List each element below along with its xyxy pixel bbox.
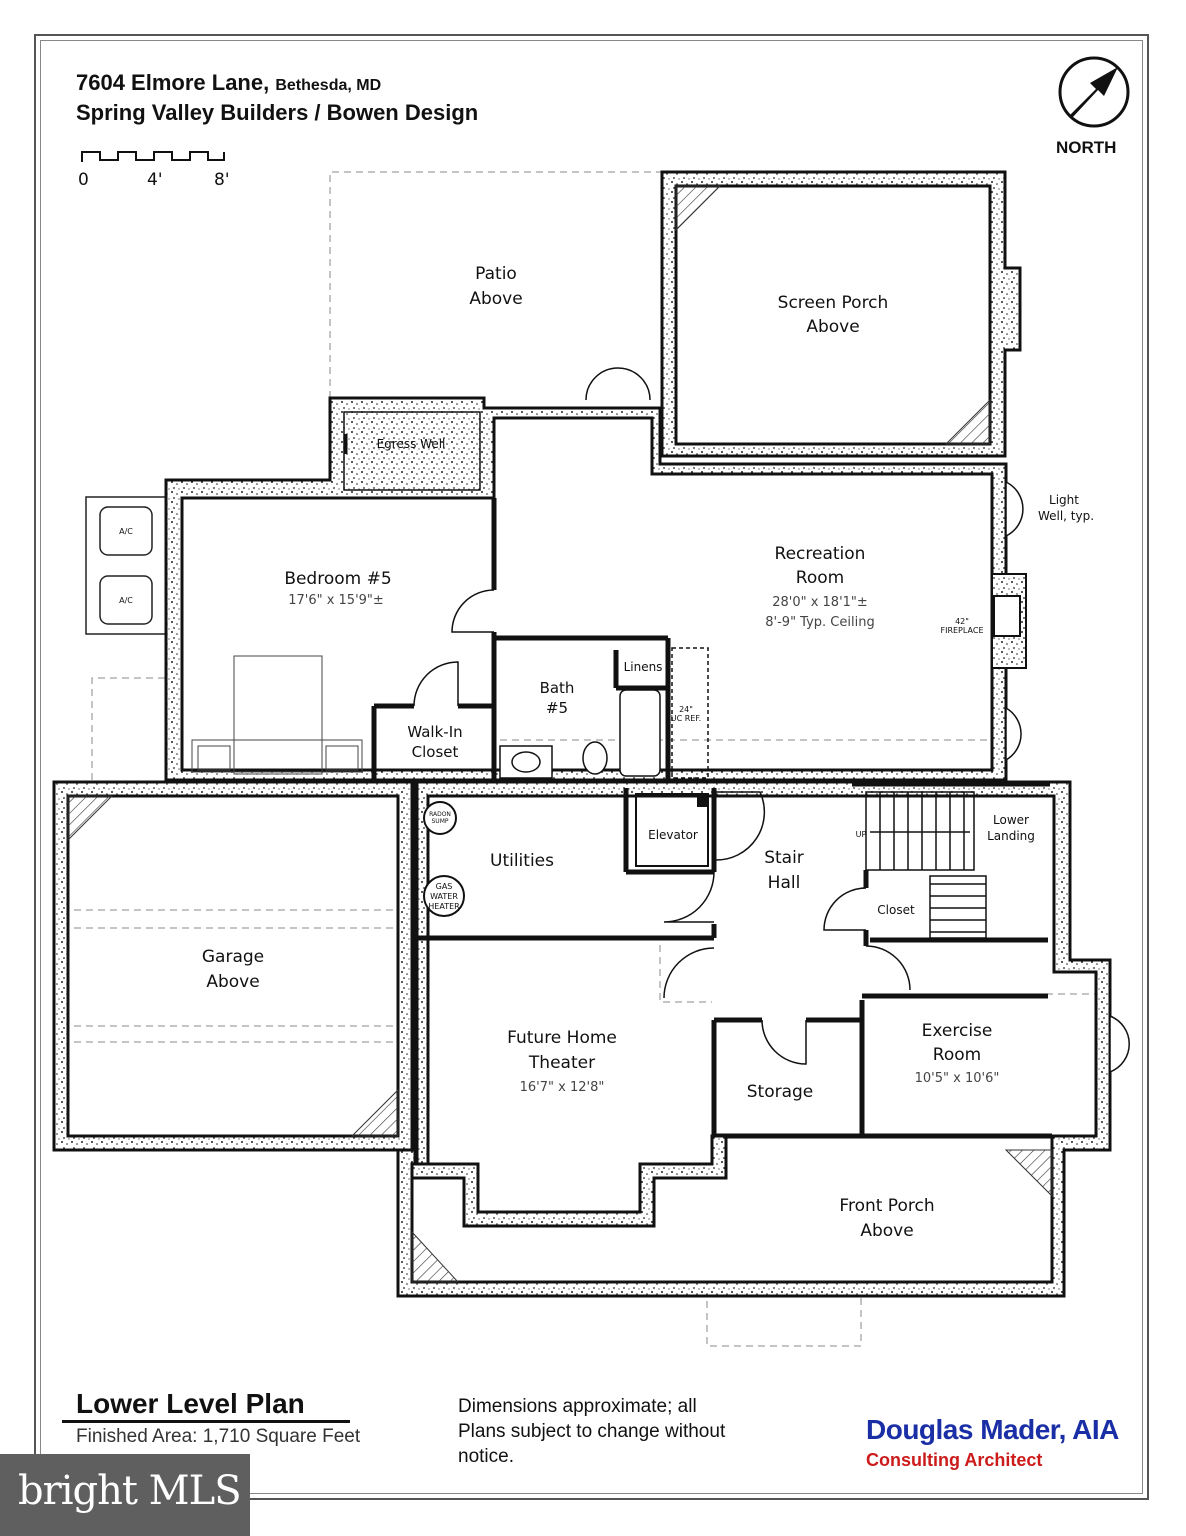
exercise-label-2: Room bbox=[933, 1045, 981, 1065]
patio-label-2: Above bbox=[469, 289, 522, 309]
bedroom5-label: Bedroom #5 bbox=[284, 569, 391, 589]
storage-label: Storage bbox=[747, 1082, 814, 1102]
plan-title: Lower Level Plan bbox=[76, 1388, 305, 1419]
stair-hall-label-2: Hall bbox=[768, 873, 801, 893]
architect-title: Consulting Architect bbox=[866, 1450, 1043, 1470]
scale-bar bbox=[81, 151, 225, 162]
above-outlines bbox=[62, 171, 1098, 1347]
water-heater-label-3: HEATER bbox=[428, 902, 460, 911]
door-swings bbox=[413, 367, 911, 1065]
drawing-border-outer bbox=[34, 34, 1149, 1500]
lower-landing-label-1: Lower bbox=[993, 813, 1029, 827]
ac-units bbox=[85, 496, 167, 635]
exercise-dims: 10'5" x 10'6" bbox=[915, 1071, 1000, 1086]
drawing-border-inner bbox=[40, 40, 1143, 1494]
uc-ref-size: 24" bbox=[679, 705, 693, 714]
stair-up-label: UP bbox=[856, 830, 867, 839]
water-heater-label-2: WATER bbox=[430, 892, 458, 901]
egress-well-label: Egress Well bbox=[377, 437, 446, 451]
elevator-shaft bbox=[635, 793, 709, 867]
north-label: NORTH bbox=[1056, 138, 1117, 157]
front-porch-label-2: Above bbox=[860, 1221, 913, 1241]
light-wells bbox=[1005, 480, 1130, 1074]
lower-landing-label-2: Landing bbox=[987, 829, 1035, 843]
plan-title-rule bbox=[62, 1420, 350, 1423]
project-builder: Spring Valley Builders / Bowen Design bbox=[76, 100, 479, 125]
light-well-label-2: Well, typ. bbox=[1038, 509, 1094, 523]
walk-in-closet-label-1: Walk-In bbox=[407, 723, 462, 741]
finished-area: Finished Area: 1,710 Square Feet bbox=[76, 1426, 361, 1447]
theater-dims: 16'7" x 12'8" bbox=[520, 1080, 605, 1095]
recreation-label-2: Room bbox=[796, 568, 844, 588]
radon-label-1: RADON bbox=[429, 811, 451, 818]
address-city: Bethesda, MD bbox=[275, 77, 382, 94]
scale-label-4: 4' bbox=[147, 170, 163, 190]
garage-label-1: Garage bbox=[202, 947, 264, 967]
recreation-dims: 28'0" x 18'1"± bbox=[772, 595, 868, 610]
theater-label-2: Theater bbox=[528, 1053, 595, 1073]
linens-label: Linens bbox=[624, 660, 663, 674]
utility-equipment bbox=[423, 801, 465, 917]
address-street: 7604 Elmore Lane, bbox=[76, 70, 270, 95]
elevator-label: Elevator bbox=[648, 828, 698, 842]
watermark-text: bright MLS bbox=[18, 1468, 242, 1514]
recreation-label-1: Recreation bbox=[775, 544, 866, 564]
utilities-label: Utilities bbox=[490, 851, 554, 871]
dimensions-note: Dimensions approximate; all Plans subjec… bbox=[458, 1396, 726, 1467]
patio-label-1: Patio bbox=[475, 264, 517, 284]
screen-porch-label-2: Above bbox=[806, 317, 859, 337]
ac-label-1: A/C bbox=[119, 527, 133, 536]
closet-label: Closet bbox=[877, 903, 915, 917]
fireplace-size: 42" bbox=[955, 617, 969, 626]
garage-label-2: Above bbox=[206, 972, 259, 992]
uc-ref-label: UC REF. bbox=[671, 714, 701, 723]
bath5-label-1: Bath bbox=[540, 679, 575, 697]
bed-furniture bbox=[191, 655, 363, 775]
theater-label-1: Future Home bbox=[507, 1028, 617, 1048]
walk-in-closet-label-2: Closet bbox=[412, 743, 459, 761]
architect-name: Douglas Mader, AIA bbox=[866, 1414, 1119, 1445]
exercise-label-1: Exercise bbox=[922, 1021, 993, 1041]
north-arrow-icon bbox=[1058, 56, 1130, 128]
fireplace-icon bbox=[991, 573, 1027, 669]
partitions bbox=[371, 498, 1052, 1164]
theater-bumpout bbox=[410, 1134, 728, 1228]
hatched-corners bbox=[67, 185, 1053, 1283]
scale-label-8: 8' bbox=[214, 170, 230, 190]
water-heater-label-1: GAS bbox=[436, 882, 453, 891]
ac-label-2: A/C bbox=[119, 596, 133, 605]
screen-porch-label-1: Screen Porch bbox=[778, 293, 889, 313]
front-porch-label-1: Front Porch bbox=[839, 1196, 934, 1216]
bath-fixtures bbox=[499, 647, 709, 779]
recreation-ceiling: 8'-9" Typ. Ceiling bbox=[765, 615, 874, 630]
watermark-logo bbox=[0, 1454, 250, 1536]
scale-label-0: 0 bbox=[78, 170, 89, 190]
light-well-label-1: Light bbox=[1049, 493, 1079, 507]
bedroom5-dims: 17'6" x 15'9"± bbox=[288, 593, 384, 608]
walls bbox=[52, 170, 1112, 1298]
bath5-label-2: #5 bbox=[546, 699, 568, 717]
radon-label-2: SUMP bbox=[432, 818, 449, 825]
fireplace-label: FIREPLACE bbox=[940, 626, 983, 635]
project-address: 7604 Elmore Lane, Bethesda, MD bbox=[76, 70, 381, 96]
egress-well bbox=[343, 411, 481, 491]
stairs bbox=[865, 791, 987, 939]
stair-hall-label-1: Stair bbox=[764, 848, 804, 868]
